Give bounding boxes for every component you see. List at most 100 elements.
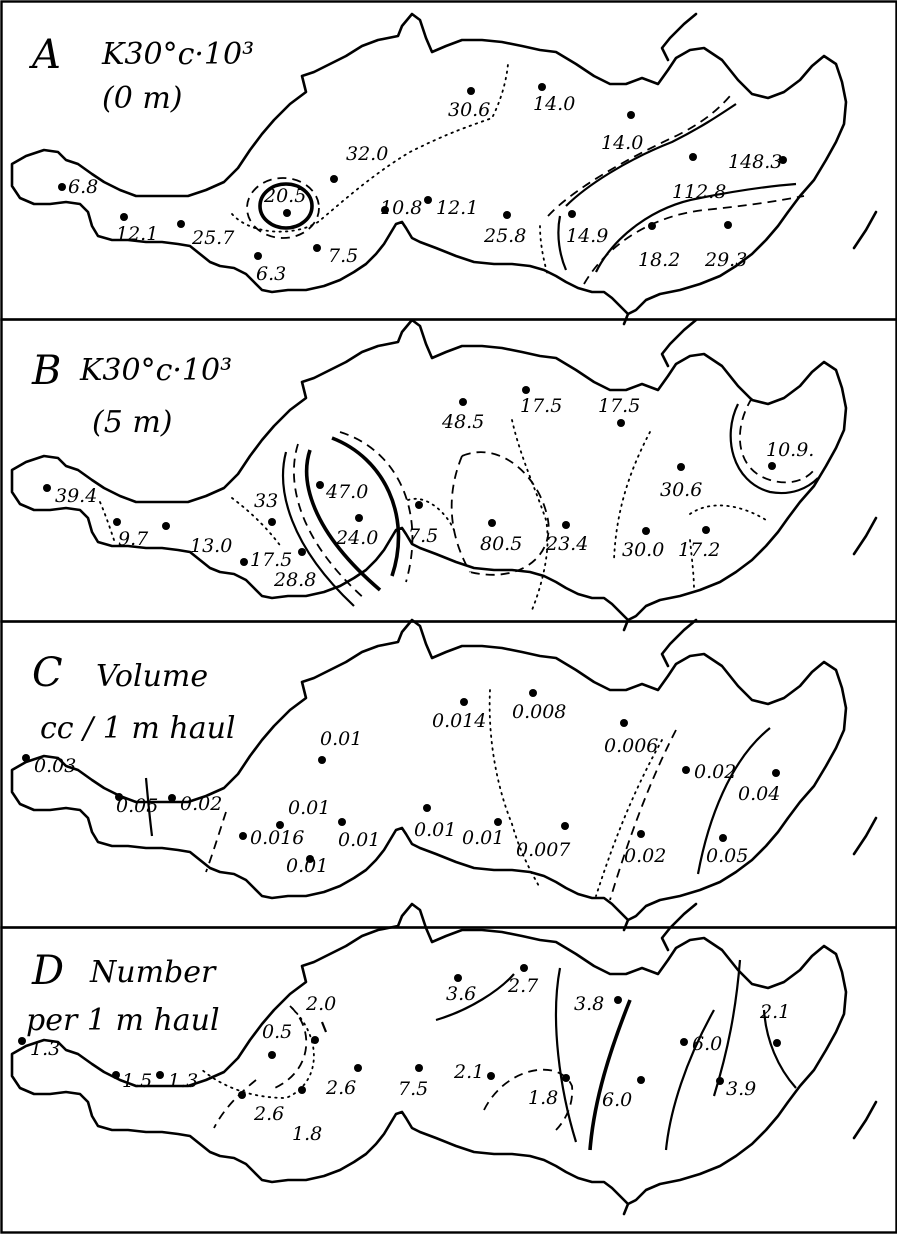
station-value-label: 0.01 bbox=[338, 829, 380, 851]
station-marker bbox=[503, 211, 511, 219]
station-marker bbox=[459, 398, 467, 406]
station-marker bbox=[238, 1091, 246, 1099]
station-marker bbox=[168, 794, 176, 802]
station-marker bbox=[637, 1076, 645, 1084]
station-value-label: 48.5 bbox=[441, 411, 484, 433]
station-value-label: 0.05 bbox=[116, 795, 158, 817]
station-marker bbox=[487, 1072, 495, 1080]
station-value-label: 17.5 bbox=[520, 395, 562, 417]
panel-c-isolines bbox=[144, 689, 771, 901]
station-marker bbox=[268, 1051, 276, 1059]
panel-a-isolines bbox=[231, 63, 805, 285]
station-value-label: 0.006 bbox=[604, 735, 658, 757]
station-marker bbox=[724, 221, 732, 229]
station-value-label: 0.05 bbox=[706, 845, 748, 867]
station-marker bbox=[488, 519, 496, 527]
station-marker bbox=[298, 548, 306, 556]
panel-title-line: K30°c·10³ bbox=[101, 37, 254, 72]
station-value-label: 3.9 bbox=[726, 1078, 756, 1100]
station-value-label: 7.5 bbox=[398, 1078, 428, 1100]
station-marker bbox=[43, 484, 51, 492]
station-value-label: 25.7 bbox=[191, 227, 235, 249]
station-value-label: 6.0 bbox=[602, 1089, 632, 1111]
station-value-label: 17.5 bbox=[598, 395, 640, 417]
station-value-label: 80.5 bbox=[480, 533, 522, 555]
station-value-label: 0.016 bbox=[250, 827, 304, 849]
station-marker bbox=[642, 527, 650, 535]
station-value-label: 2.1 bbox=[453, 1061, 484, 1083]
station-marker bbox=[627, 111, 635, 119]
station-value-label: 14.9 bbox=[566, 225, 608, 247]
station-value-label: 18.2 bbox=[638, 249, 680, 271]
station-marker bbox=[768, 462, 776, 470]
station-marker bbox=[689, 153, 697, 161]
panel-title-line: Volume bbox=[96, 659, 208, 694]
station-value-label: 0.02 bbox=[180, 793, 222, 815]
station-marker bbox=[276, 821, 284, 829]
panel-title-line: (5 m) bbox=[92, 405, 172, 440]
panel-title-line: cc / 1 m haul bbox=[40, 711, 236, 746]
station-value-label: 0.01 bbox=[286, 855, 328, 877]
panel-letter: D bbox=[31, 948, 64, 994]
station-marker bbox=[454, 974, 462, 982]
panel-title-line: K30°c·10³ bbox=[79, 353, 232, 388]
station-marker bbox=[415, 501, 423, 509]
station-marker bbox=[772, 769, 780, 777]
station-marker bbox=[268, 518, 276, 526]
station-marker bbox=[254, 252, 262, 260]
station-marker bbox=[568, 210, 576, 218]
station-value-label: 17.5 bbox=[250, 549, 292, 571]
station-marker bbox=[617, 419, 625, 427]
station-marker bbox=[338, 818, 346, 826]
station-value-label: 0.02 bbox=[694, 761, 736, 783]
station-value-label: 39.4 bbox=[55, 485, 97, 507]
station-value-label: 6.8 bbox=[68, 176, 98, 198]
station-marker bbox=[561, 822, 569, 830]
station-marker bbox=[177, 220, 185, 228]
station-marker bbox=[538, 83, 546, 91]
station-value-label: 32.0 bbox=[346, 143, 388, 165]
station-value-label: 9.7 bbox=[118, 528, 149, 550]
station-value-label: 0.01 bbox=[414, 819, 456, 841]
station-value-label: 14.0 bbox=[601, 132, 643, 154]
station-value-label: 7.5 bbox=[328, 245, 358, 267]
station-marker bbox=[460, 698, 468, 706]
station-marker bbox=[779, 156, 787, 164]
station-value-label: 3.6 bbox=[446, 983, 476, 1005]
station-value-label: 148.3 bbox=[728, 151, 782, 173]
station-value-label: 1.3 bbox=[30, 1038, 60, 1060]
station-marker bbox=[330, 175, 338, 183]
station-value-label: 10.9. bbox=[766, 439, 814, 461]
station-value-label: 3.8 bbox=[574, 993, 604, 1015]
station-marker bbox=[620, 719, 628, 727]
station-marker bbox=[719, 834, 727, 842]
station-value-label: 112.8 bbox=[672, 181, 726, 203]
station-marker bbox=[240, 558, 248, 566]
station-marker bbox=[682, 766, 690, 774]
panel-title-line: (0 m) bbox=[102, 81, 182, 116]
station-value-label: 30.0 bbox=[622, 539, 664, 561]
station-value-label: 6.3 bbox=[256, 263, 286, 285]
station-value-label: 1.8 bbox=[528, 1087, 558, 1109]
station-marker bbox=[283, 209, 291, 217]
station-value-label: 12.1 bbox=[116, 223, 158, 245]
station-value-label: 2.6 bbox=[325, 1077, 356, 1099]
station-marker bbox=[415, 1064, 423, 1072]
panel-letter: A bbox=[28, 32, 61, 78]
station-value-label: 47.0 bbox=[325, 481, 368, 503]
station-marker bbox=[311, 1036, 319, 1044]
station-marker bbox=[423, 804, 431, 812]
station-marker bbox=[637, 830, 645, 838]
panel-title-line: per 1 m haul bbox=[26, 1003, 220, 1038]
station-value-label: 0.02 bbox=[624, 845, 666, 867]
station-marker bbox=[298, 1086, 306, 1094]
station-value-label: 20.5 bbox=[263, 185, 306, 207]
station-marker bbox=[112, 1071, 120, 1079]
station-value-label: 13.0 bbox=[190, 535, 232, 557]
station-marker bbox=[318, 756, 326, 764]
station-marker bbox=[239, 832, 247, 840]
station-value-label: 1.3 bbox=[168, 1070, 198, 1092]
station-marker bbox=[562, 521, 570, 529]
